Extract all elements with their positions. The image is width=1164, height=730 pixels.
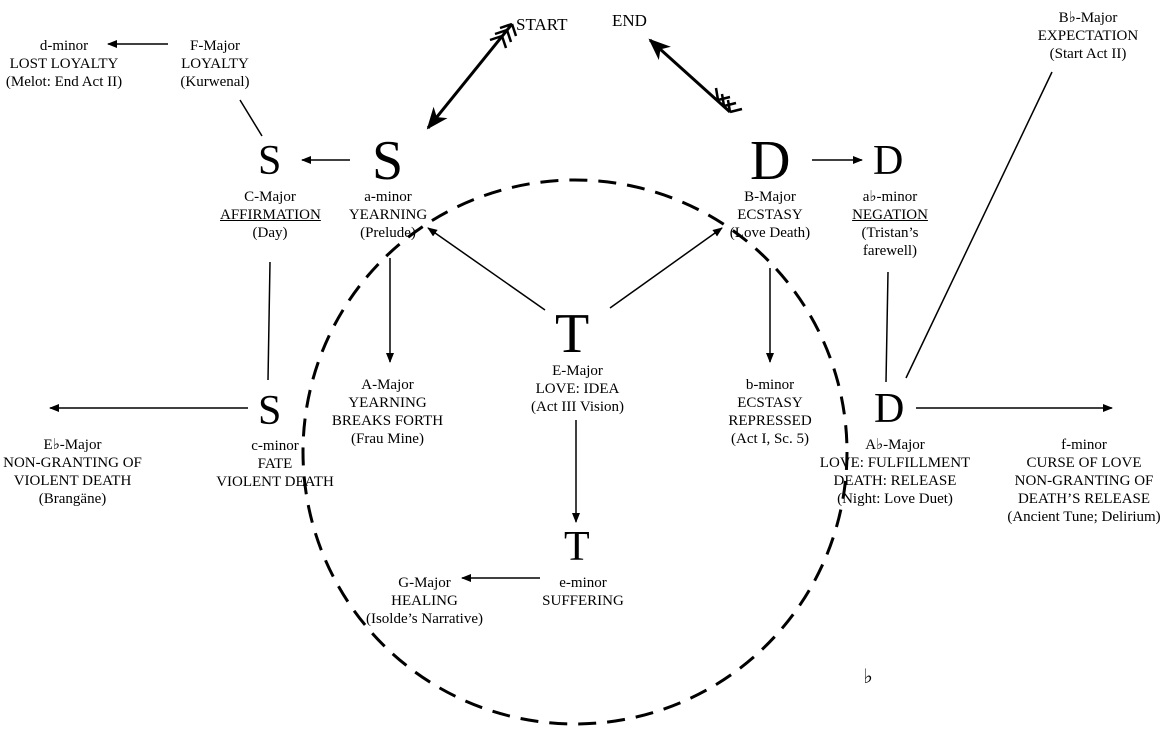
letter-S-main: S <box>372 130 404 192</box>
label-e-minor: e-minor SUFFERING <box>542 575 624 609</box>
start-arrow <box>426 22 518 130</box>
letter-S-left: S <box>258 138 282 184</box>
label-c-major: C-Major AFFIRMATION (Day) <box>220 189 321 241</box>
label-e-major: E-Major LOVE: IDEA (Act III Vision) <box>531 363 624 415</box>
label-a-minor: a-minor YEARNING (Prelude) <box>348 189 428 241</box>
letter-D-bottom: D <box>874 386 905 432</box>
letter-D-main: D <box>750 130 791 192</box>
letter-T-center: T <box>555 303 590 365</box>
dashed-circle <box>301 178 849 726</box>
stray-flat-symbol: ♭ <box>863 666 873 688</box>
label-eb-major: E♭-Major NON-GRANTING OF VIOLENT DEATH (… <box>3 437 142 507</box>
label-ab-major: A♭-Major LOVE: FULFILLMENT DEATH: RELEAS… <box>819 437 971 507</box>
label-f-major: F-Major LOYALTY (Kurwenal) <box>180 38 250 90</box>
label-f-minor: f-minor CURSE OF LOVE NON-GRANTING OF DE… <box>1007 437 1161 525</box>
label-a-major: A-Major YEARNING BREAKS FORTH (Frau Mine… <box>331 377 444 447</box>
letter-D-right: D <box>873 138 904 184</box>
label-b-minor: b-minor ECSTASY REPRESSED (Act I, Sc. 5) <box>728 377 812 447</box>
label-d-minor: d-minor LOST LOYALTY (Melot: End Act II) <box>5 38 123 90</box>
letter-S-bottom: S <box>258 388 282 434</box>
line-d-to-Dbottom <box>885 271 889 383</box>
arrow-T-to-S <box>427 227 546 311</box>
label-c-minor: c-minor FATE VIOLENT DEATH <box>216 438 334 490</box>
line-s-to-f <box>239 99 263 137</box>
letter-T-bottom: T <box>564 524 590 570</box>
line-s-to-sbottom <box>267 261 271 381</box>
end-arrow <box>648 38 743 114</box>
arrow-T-to-D <box>609 227 723 309</box>
start-label: START <box>516 15 568 34</box>
label-bb-major: B♭-Major EXPECTATION (Start Act II) <box>1037 10 1139 62</box>
label-g-major: G-Major HEALING (Isolde’s Narrative) <box>365 575 484 627</box>
label-ab-minor: a♭-minor NEGATION (Tristan’s farewell) <box>852 189 928 259</box>
end-label: END <box>612 11 647 30</box>
label-b-major: B-Major ECSTASY (Love Death) <box>729 189 811 241</box>
line-D-to-Bb <box>905 71 1053 379</box>
